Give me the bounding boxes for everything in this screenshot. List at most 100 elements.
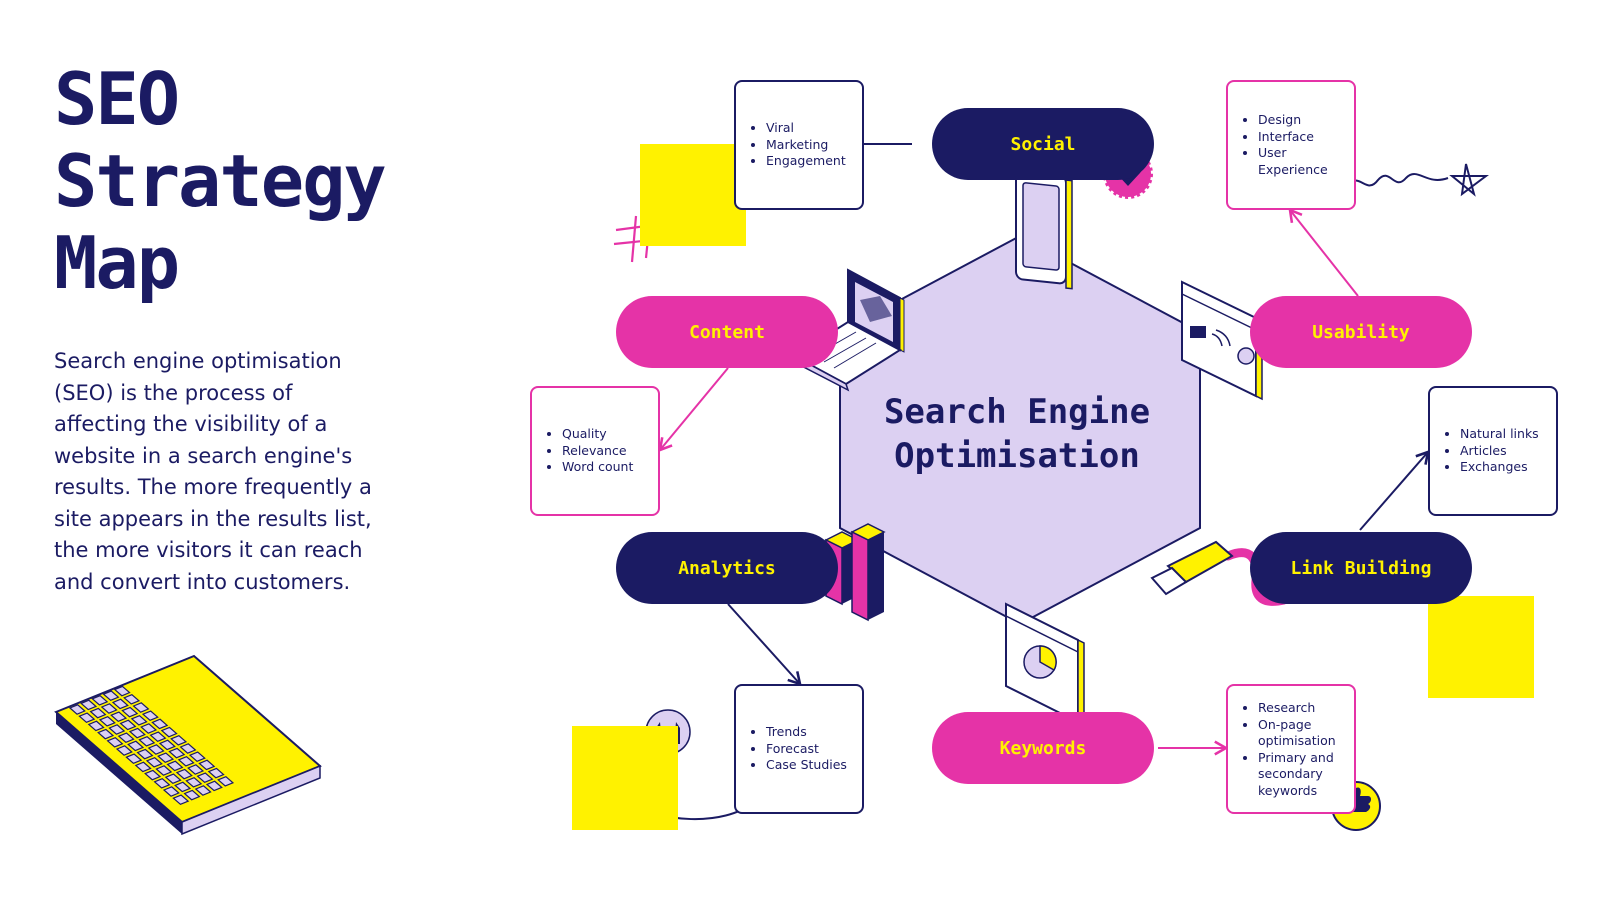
node-content-label: Content	[689, 321, 765, 343]
sticky-note-top-left	[640, 144, 746, 246]
node-keywords[interactable]: Keywords	[932, 712, 1154, 784]
keyboard-key	[155, 765, 173, 776]
list-item: Viral	[766, 120, 852, 137]
card-keywords: Research On-page optimisation Primary an…	[1226, 684, 1356, 814]
keyboard-key	[127, 740, 145, 752]
connector-link-building	[1359, 450, 1430, 531]
keyboard-key	[205, 780, 223, 792]
list-item: User Experience	[1258, 145, 1344, 178]
connector-analytics	[727, 603, 802, 686]
card-usability: Design Interface User Experience	[1226, 80, 1356, 210]
list-item: Trends	[766, 724, 852, 741]
keyboard-key	[97, 728, 115, 740]
keyboard-key	[217, 775, 235, 787]
node-social[interactable]: Social	[932, 108, 1154, 180]
keyboard-key	[162, 786, 180, 797]
node-usability[interactable]: Usability	[1250, 296, 1472, 368]
list-item: Quality	[562, 426, 648, 443]
card-link-building: Natural links Articles Exchanges	[1428, 386, 1558, 516]
keyboard-key	[89, 707, 107, 719]
list-item: Research	[1258, 700, 1344, 717]
keyboard-key	[158, 739, 176, 751]
list-item: On-page optimisation	[1258, 717, 1344, 750]
list-item: Engagement	[766, 153, 852, 170]
keyboard-key	[117, 732, 135, 744]
keyboard-key	[198, 759, 216, 771]
keyboard-key	[144, 769, 162, 781]
keyboard-key	[87, 720, 105, 732]
list-item: Primary and secondary keywords	[1258, 750, 1344, 800]
keyboard-key	[100, 703, 118, 714]
keyboard-key	[149, 731, 167, 743]
keyboard-key	[175, 768, 193, 780]
keyboard-key	[185, 776, 203, 788]
pie-chart-window-icon	[1005, 602, 1085, 727]
keyboard-key	[183, 789, 201, 801]
keyboard-key	[140, 723, 158, 734]
keyboard-key	[113, 685, 131, 697]
keyboard-key	[136, 748, 154, 760]
list-item: Articles	[1460, 443, 1546, 460]
node-keywords-label: Keywords	[999, 737, 1087, 759]
title-line-1: SEO	[54, 57, 180, 141]
keyboard-key	[80, 699, 98, 711]
keyboard-key	[170, 734, 188, 746]
list-item: Forecast	[766, 741, 852, 758]
keyboard-key	[151, 718, 169, 730]
list-item: Case Studies	[766, 757, 852, 774]
keyboard-key	[168, 747, 186, 759]
page-title: SEO Strategy Map	[54, 57, 387, 305]
keyboard-key	[145, 756, 163, 768]
keyboard-key	[172, 794, 190, 806]
connector-usability	[1288, 207, 1359, 297]
sticky-note-bottom-left	[572, 726, 678, 830]
star-scribble-icon	[1345, 163, 1489, 197]
keyboard-key	[164, 773, 182, 785]
keyboard-key	[177, 755, 195, 767]
center-label: Search Engine Optimisation	[862, 390, 1172, 478]
keyboard-key	[110, 711, 128, 723]
keyboard-icon	[54, 654, 322, 836]
keyboard-key	[166, 760, 184, 772]
keyboard-key	[91, 694, 109, 706]
keyboard-key	[121, 706, 139, 718]
keyboard-key	[68, 704, 86, 715]
list-item: Interface	[1258, 129, 1344, 146]
node-analytics[interactable]: Analytics	[616, 532, 838, 604]
keyboard-key	[98, 715, 116, 727]
list-item: Exchanges	[1460, 459, 1546, 476]
keyboard-key	[134, 761, 152, 773]
sticky-note-right	[1428, 596, 1534, 698]
node-usability-label: Usability	[1312, 321, 1410, 343]
keyboard-key	[187, 764, 205, 775]
keyboard-key	[132, 702, 150, 713]
list-item: Marketing	[766, 137, 852, 154]
keyboard-key	[123, 693, 141, 705]
node-content[interactable]: Content	[616, 296, 838, 368]
keyboard-key	[196, 772, 214, 784]
list-item: Word count	[562, 459, 648, 476]
keyboard-key	[157, 752, 175, 764]
keyboard-key	[194, 785, 212, 796]
keyboard-key	[128, 727, 146, 739]
keyboard-key	[119, 719, 137, 731]
keyboard-key	[111, 698, 129, 710]
node-social-label: Social	[1010, 133, 1076, 155]
list-item: Relevance	[562, 443, 648, 460]
keyboard-key	[153, 777, 171, 789]
keyboard-key	[207, 767, 225, 779]
keyboard-key	[174, 781, 192, 793]
keyboard-key	[138, 735, 156, 747]
list-item: Natural links	[1460, 426, 1546, 443]
list-item: Design	[1258, 112, 1344, 129]
keyboard-key	[78, 712, 96, 724]
title-line-2: Strategy	[54, 139, 387, 223]
keyboard-key	[179, 743, 197, 754]
keyboard-key	[108, 724, 126, 735]
keyboard-key	[188, 751, 206, 763]
title-line-3: Map	[54, 221, 180, 305]
node-link-building[interactable]: Link Building	[1250, 532, 1472, 604]
card-content: Quality Relevance Word count	[530, 386, 660, 516]
connector-content	[658, 367, 729, 452]
